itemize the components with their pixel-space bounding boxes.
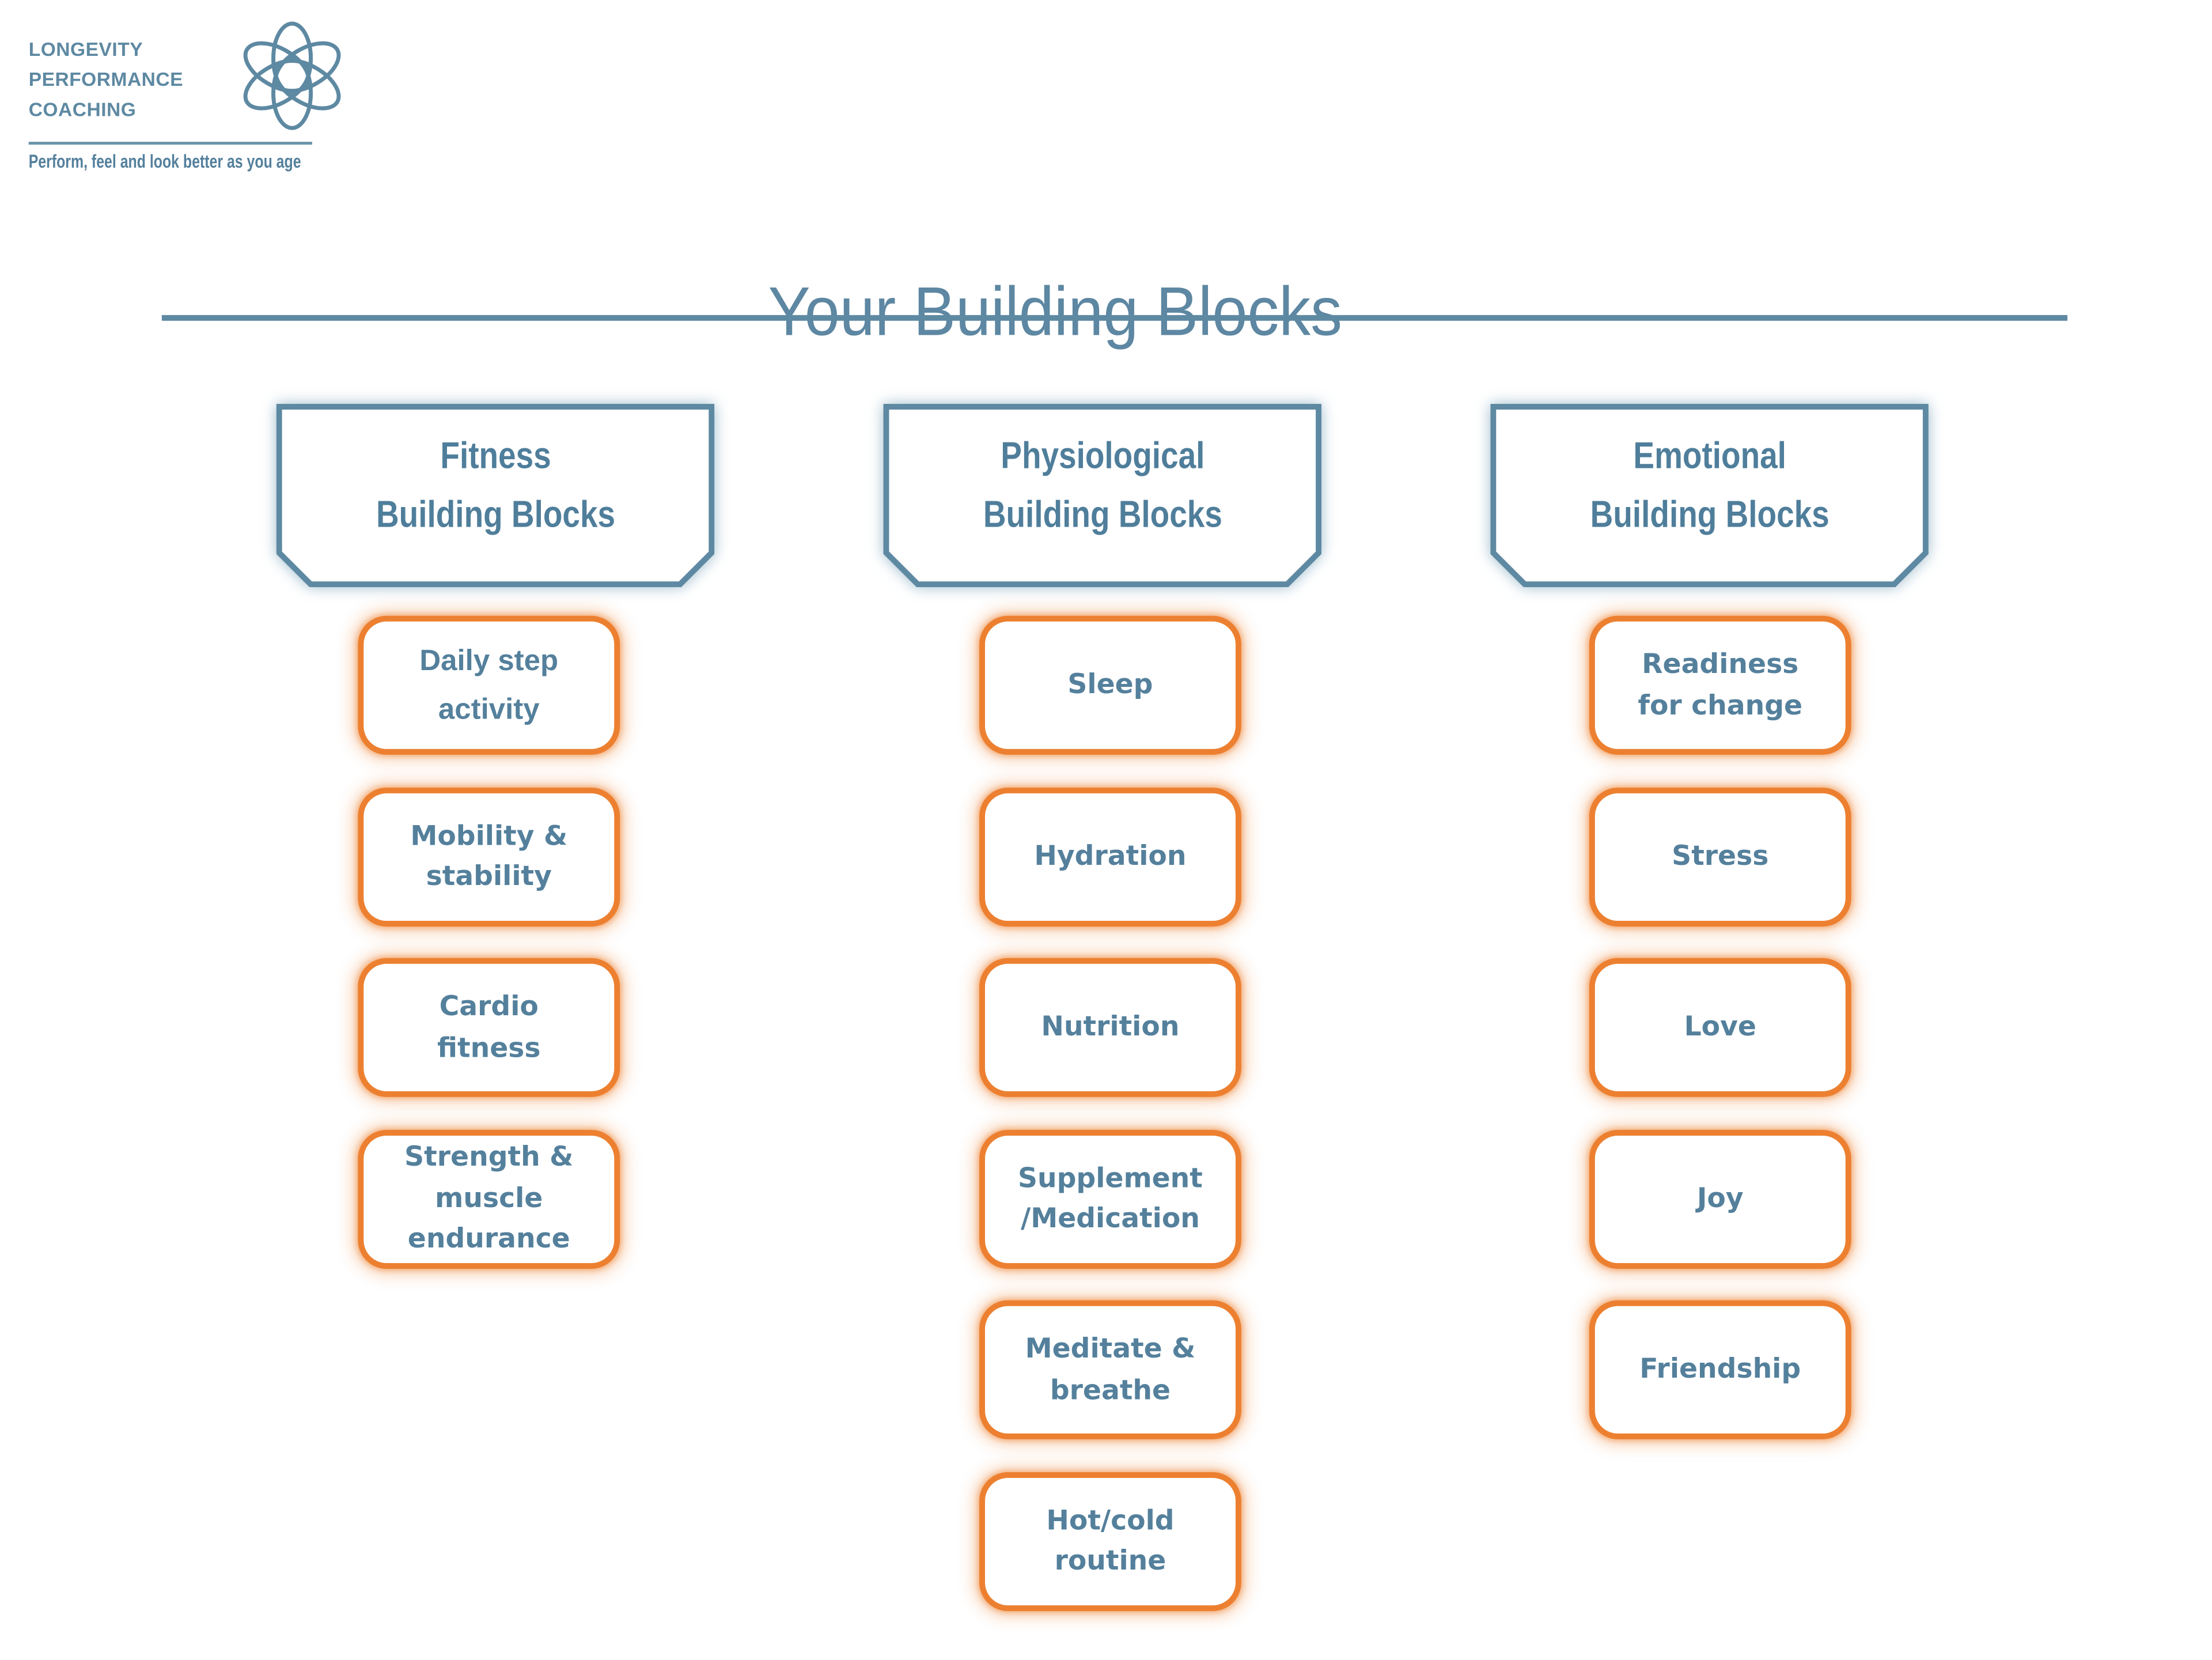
plaque-shape-icon [276, 403, 715, 588]
logo-line-3: COACHING [28, 99, 137, 120]
logo-line-1: LONGEVITY [28, 39, 143, 60]
column-header-fitness: Fitness Building Blocks [276, 403, 715, 588]
block-joy: Joy [1589, 1129, 1851, 1268]
block-daily-step-activity: Daily step activity [358, 615, 620, 755]
company-logo: LONGEVITY PERFORMANCE COACHING [28, 21, 341, 130]
block-stress: Stress [1589, 786, 1851, 926]
logo-tagline: Perform, feel and look better as you age [28, 150, 301, 172]
column-header-label-physiological: Physiological Building Blocks [884, 404, 1322, 587]
column-header-text-emotional: Emotional Building Blocks [1590, 433, 1830, 536]
page-title: Your Building Blocks [768, 275, 1343, 351]
block-cardio-fitness: Cardio fitness [358, 958, 620, 1097]
plaque-shape-icon [883, 403, 1322, 588]
column-header-label-emotional: Emotional Building Blocks [1490, 404, 1929, 587]
block-nutrition: Nutrition [979, 958, 1241, 1097]
block-hot-cold-routine: Hot/cold routine [979, 1471, 1241, 1610]
block-readiness-for-change: Readiness for change [1589, 615, 1851, 755]
block-friendship: Friendship [1589, 1300, 1851, 1439]
block-sleep: Sleep [979, 615, 1241, 755]
column-header-emotional: Emotional Building Blocks [1490, 403, 1929, 588]
title-underline [161, 315, 2067, 321]
column-header-label-fitness: Fitness Building Blocks [276, 404, 715, 587]
plaque-shape-icon [1490, 403, 1929, 588]
logo-line-2: PERFORMANCE [28, 69, 184, 90]
block-love: Love [1589, 958, 1851, 1097]
column-header-text-physiological: Physiological Building Blocks [983, 433, 1222, 536]
column-header-text-fitness: Fitness Building Blocks [376, 433, 615, 536]
column-header-physiological: Physiological Building Blocks [883, 403, 1322, 588]
block-meditate-breathe: Meditate & breathe [979, 1300, 1241, 1439]
block-supplement-medication: Supplement /Medication [979, 1129, 1241, 1268]
block-mobility-stability: Mobility & stability [358, 786, 620, 926]
block-hydration: Hydration [979, 786, 1241, 926]
seed-of-life-icon [243, 21, 341, 130]
block-strength-muscle-endurance: Strength & muscle endurance [358, 1129, 620, 1268]
logo-divider [28, 142, 312, 145]
